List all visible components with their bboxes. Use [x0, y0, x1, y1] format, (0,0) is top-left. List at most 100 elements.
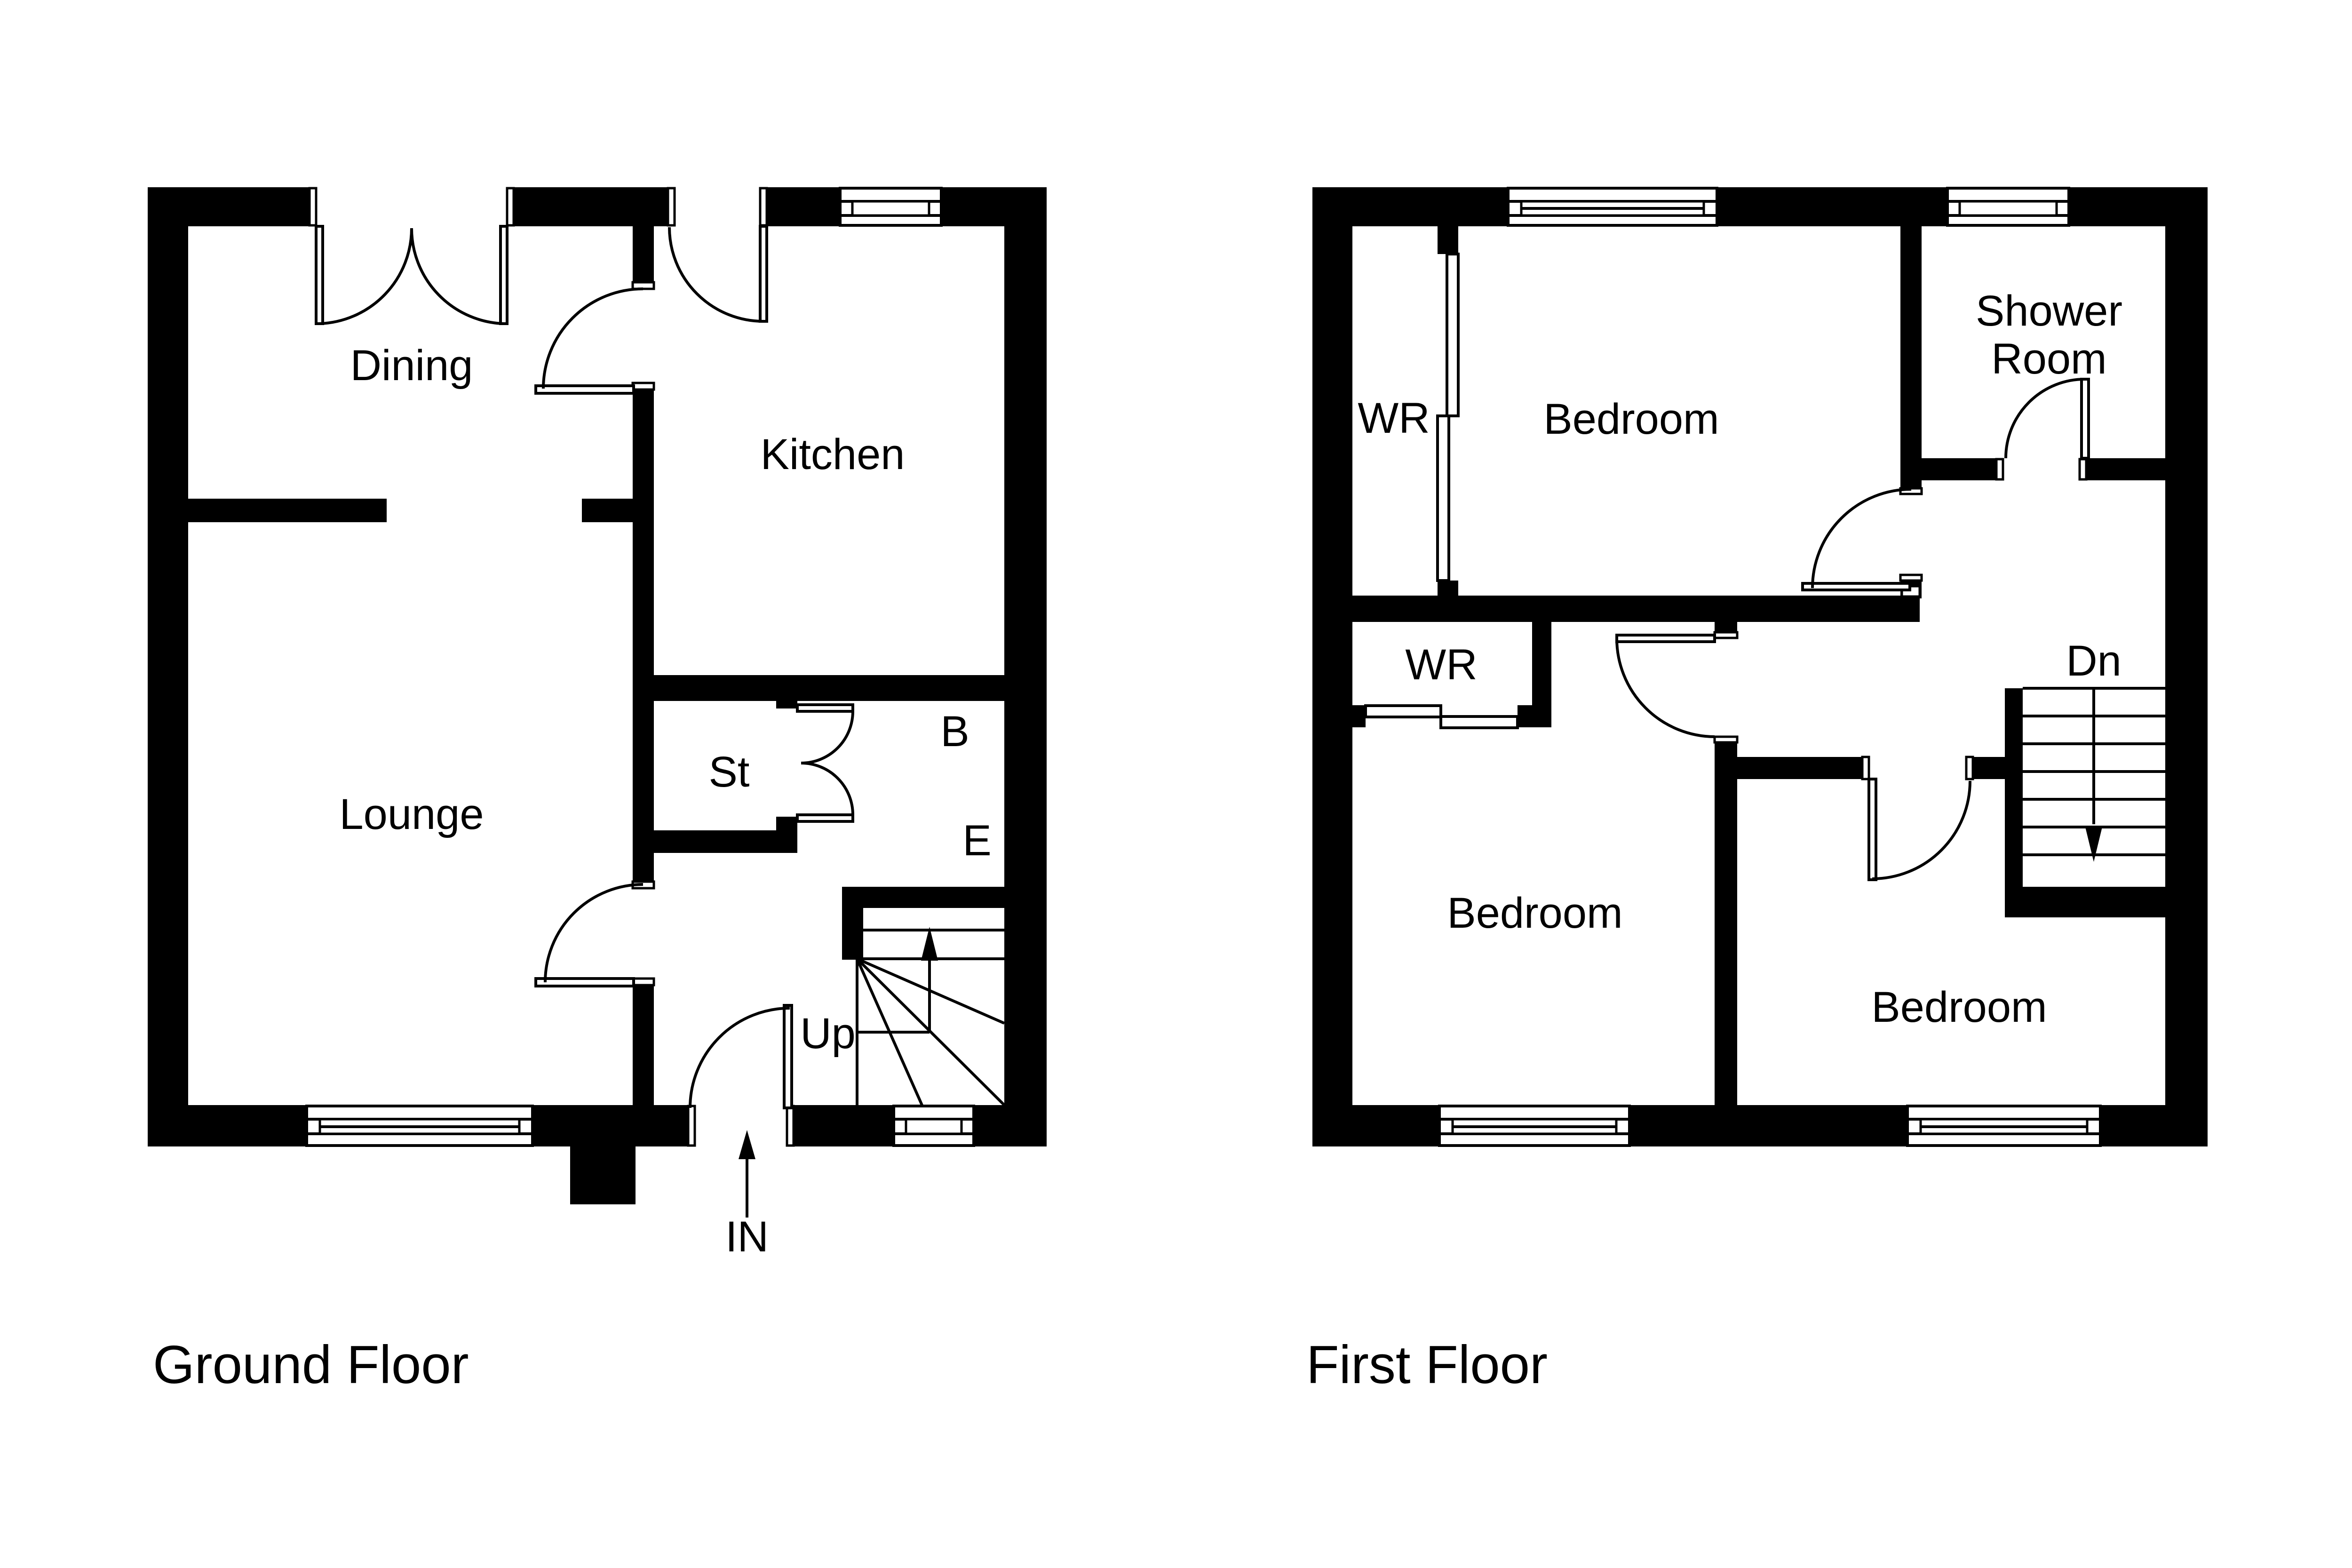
- wall-segment: [974, 1105, 1047, 1146]
- window-kitchen-top: [839, 187, 943, 227]
- ff-stairs: [2023, 687, 2165, 862]
- wall-segment: [1438, 581, 1458, 598]
- lounge-door: [534, 880, 655, 987]
- entrance-arrow-head: [739, 1130, 755, 1159]
- entrance-label: IN: [725, 1213, 769, 1261]
- wall-segment: [842, 887, 1004, 908]
- front-door: [687, 1004, 795, 1147]
- door-leaf: [499, 225, 509, 325]
- kitchen-door: [667, 187, 768, 323]
- wall-segment: [532, 1105, 688, 1146]
- ff-windows: [1438, 187, 2102, 1147]
- gf-walls: [148, 187, 1047, 1204]
- stair-down-arrow-head: [2085, 827, 2102, 862]
- stairs-down-label: Dn: [2066, 637, 2122, 685]
- wall-segment: [148, 1105, 307, 1146]
- window-sash: [851, 200, 930, 217]
- door-jamb: [1965, 756, 1974, 780]
- window-shower-top: [1946, 187, 2070, 227]
- wall-segment: [633, 985, 654, 1105]
- stair-up-arrow-head: [921, 927, 938, 961]
- wall-segment: [1717, 187, 1947, 226]
- door-swing-arc: [801, 762, 854, 815]
- wall-segment: [842, 908, 863, 960]
- window-hall-bottom: [892, 1105, 975, 1147]
- wall-segment: [1352, 596, 1920, 622]
- window-bedroom-top: [1507, 187, 1718, 227]
- gf-labels: Dining Kitchen Lounge St B E Up IN Groun…: [153, 342, 992, 1395]
- room-label-shower-line2: Room: [1991, 335, 2106, 383]
- door-jamb: [1861, 756, 1870, 780]
- wall-segment: [1312, 187, 1508, 226]
- door-swing-arc: [544, 883, 644, 983]
- room-label-lounge: Lounge: [340, 790, 484, 838]
- wr-mid-sliding-door: [1364, 704, 1519, 729]
- wall-segment: [1715, 622, 1737, 632]
- wall-segment: [633, 226, 654, 282]
- door-jamb: [1713, 631, 1739, 639]
- door-jamb: [308, 187, 318, 227]
- door-leaf: [534, 384, 635, 395]
- stairs-up-label: Up: [800, 1010, 856, 1058]
- door-swing-arc: [1811, 488, 1912, 589]
- door-leaf: [1801, 582, 1911, 591]
- window-sash: [1958, 200, 2058, 217]
- first-floor-title: First Floor: [1306, 1335, 1548, 1395]
- room-label-dining: Dining: [350, 342, 473, 390]
- door-leaf: [796, 703, 854, 713]
- door-swing-arc: [1615, 638, 1715, 738]
- ff-walls: [1312, 187, 2208, 1146]
- wall-segment: [633, 853, 654, 882]
- shower-room-door: [1995, 378, 2090, 481]
- wall-segment: [776, 701, 797, 708]
- wall-segment: [507, 187, 668, 226]
- bedroom-right-door: [1861, 756, 1974, 881]
- room-label-bedroom-right: Bedroom: [1871, 983, 2047, 1031]
- wall-segment: [1900, 458, 1996, 480]
- door-swing-arc: [689, 1007, 790, 1108]
- wall-segment: [776, 817, 797, 853]
- dining-kitchen-door: [534, 281, 655, 395]
- door-swing-arc: [668, 227, 764, 323]
- wall-segment: [148, 187, 188, 1146]
- store-bifold-door: [796, 703, 854, 823]
- door-swing-arc: [2004, 378, 2085, 459]
- wall-segment: [1438, 226, 1458, 254]
- door-jamb: [1713, 735, 1739, 744]
- door-swing-arc: [319, 228, 413, 325]
- gf-windows: [305, 187, 975, 1147]
- door-swing-arc: [801, 711, 854, 764]
- door-swing-arc: [542, 287, 644, 389]
- wall-segment: [1004, 187, 1047, 1146]
- wall-segment: [1312, 187, 1352, 1146]
- wall-segment: [148, 187, 316, 226]
- sliding-panel: [1436, 414, 1450, 582]
- room-label-bedroom-left: Bedroom: [1447, 889, 1622, 937]
- room-label-store: St: [709, 748, 750, 796]
- wall-segment: [2165, 187, 2208, 1146]
- gf-stairs: [856, 927, 1006, 1106]
- door-jamb: [1995, 458, 2004, 481]
- door-jamb: [631, 382, 655, 391]
- wall-segment: [1737, 757, 1869, 779]
- door-jamb: [1899, 573, 1923, 582]
- wall-segment: [1629, 1105, 1907, 1146]
- door-leaf: [796, 813, 854, 823]
- wall-segment: [2086, 458, 2165, 480]
- door-jamb: [759, 187, 768, 227]
- room-label-kitchen: Kitchen: [761, 430, 905, 478]
- room-label-wr-mid: WR: [1405, 641, 1477, 689]
- stair-winder: [856, 958, 923, 1106]
- wall-segment: [1312, 1105, 1439, 1146]
- wall-segment: [1518, 705, 1551, 727]
- door-jamb: [786, 1105, 795, 1147]
- ground-floor-title: Ground Floor: [153, 1335, 469, 1395]
- door-jamb: [667, 187, 676, 227]
- wall-segment: [633, 701, 654, 830]
- wall-segment: [1900, 226, 1922, 494]
- wall-segment: [1715, 742, 1737, 1105]
- wall-segment: [2100, 1105, 2208, 1146]
- window-sash: [905, 1118, 963, 1135]
- window-bedroom-right-bottom: [1906, 1105, 2102, 1147]
